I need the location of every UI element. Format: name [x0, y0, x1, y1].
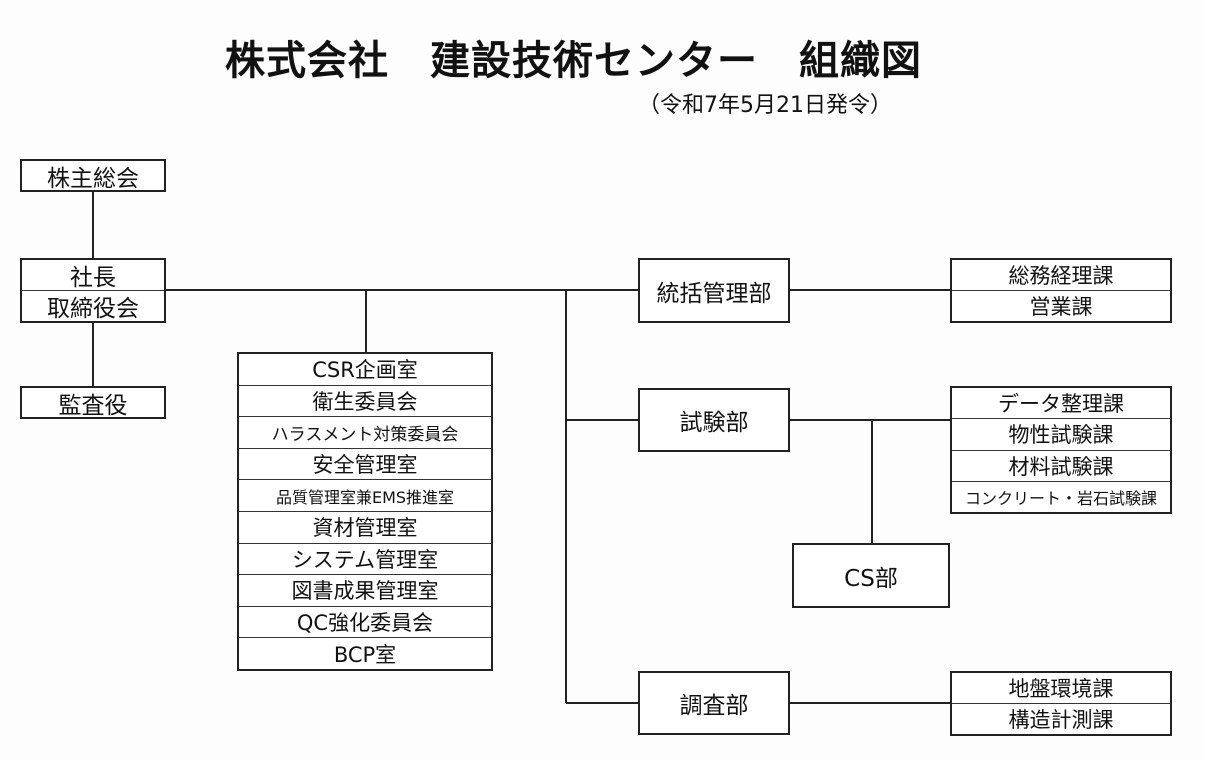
survey-dept-box: 調査部 [638, 671, 790, 735]
section-item: コンクリート・岩石試験課 [964, 488, 1157, 508]
issue-date: （令和7年5月21日発令） [638, 93, 892, 118]
president-board-box: 社長 取締役会 [20, 258, 166, 323]
auditor-box: 監査役 [20, 386, 166, 419]
shareholders-box: 株主総会 [20, 159, 166, 192]
general-sections-list: 総務経理課 営業課 [950, 258, 1172, 323]
section-item: 材料試験課 [952, 451, 1170, 482]
committee-list: CSR企画室 衛生委員会 ハラスメント対策委員会 安全管理室 品質管理室兼EMS… [237, 352, 493, 671]
committee-item: 品質管理室兼EMS推進室 [239, 480, 491, 512]
survey-sections-list: 地盤環境課 構造計測課 [950, 671, 1172, 736]
committee-item: 図書成果管理室 [239, 575, 491, 607]
cs-dept-box: CS部 [792, 543, 950, 608]
committee-item: 衛生委員会 [239, 386, 491, 418]
board-label: 取締役会 [47, 296, 139, 321]
committee-item: QC強化委員会 [239, 607, 491, 639]
section-item: データ整理課 [952, 388, 1170, 420]
section-item: 物性試験課 [952, 419, 1170, 451]
general-management-dept-box: 統括管理部 [638, 258, 790, 323]
section-item: 総務経理課 [952, 260, 1170, 291]
committee-item: BCP室 [333, 642, 397, 667]
page-title: 株式会社 建設技術センター 組織図 [225, 38, 922, 84]
president-label: 社長 [22, 260, 164, 291]
committee-item: 資材管理室 [239, 512, 491, 544]
committee-item: CSR企画室 [239, 354, 491, 386]
committee-item: ハラスメント対策委員会 [239, 417, 491, 449]
committee-item: 安全管理室 [239, 449, 491, 481]
testing-sections-list: データ整理課 物性試験課 材料試験課 コンクリート・岩石試験課 [950, 386, 1172, 514]
committee-item: システム管理室 [239, 544, 491, 576]
section-item: 地盤環境課 [952, 673, 1170, 704]
testing-dept-box: 試験部 [638, 388, 790, 452]
section-item: 構造計測課 [1008, 708, 1114, 732]
section-item: 営業課 [1029, 295, 1093, 319]
